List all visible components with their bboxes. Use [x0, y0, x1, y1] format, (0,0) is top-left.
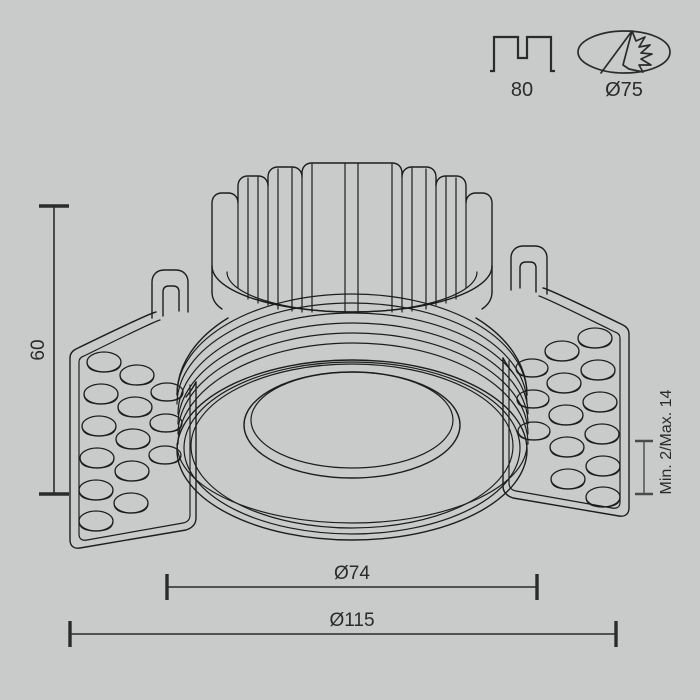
spring-clip-left	[69, 269, 197, 549]
ceiling-cutout-icon	[577, 30, 671, 74]
heatsink-fins	[211, 162, 493, 313]
overall-height-label: 60	[28, 339, 49, 360]
ceiling-thickness-dimension: Min. 2/Max. 14	[635, 389, 675, 496]
outer-diameter-dimension: Ø115	[68, 610, 618, 647]
recess-profile-icon	[490, 35, 555, 73]
inner-diameter-dimension: Ø74	[165, 563, 539, 600]
spring-clip-right	[502, 245, 630, 517]
clip-right-holes	[515, 327, 621, 508]
inner-diameter-label: Ø74	[334, 563, 370, 584]
outer-diameter-label: Ø115	[329, 610, 374, 631]
symbol-ceiling-cutout: Ø75	[577, 30, 671, 101]
ceiling-thickness-label: Min. 2/Max. 14	[658, 389, 675, 494]
overall-height-dimension: 60	[28, 204, 69, 496]
aperture-ring	[176, 359, 528, 541]
recess-depth-label: 80	[511, 79, 533, 101]
cutout-diameter-label: Ø75	[605, 79, 643, 101]
clip-left-holes	[78, 351, 184, 532]
threaded-ring	[176, 293, 529, 445]
symbol-recess-profile: 80	[490, 35, 555, 101]
